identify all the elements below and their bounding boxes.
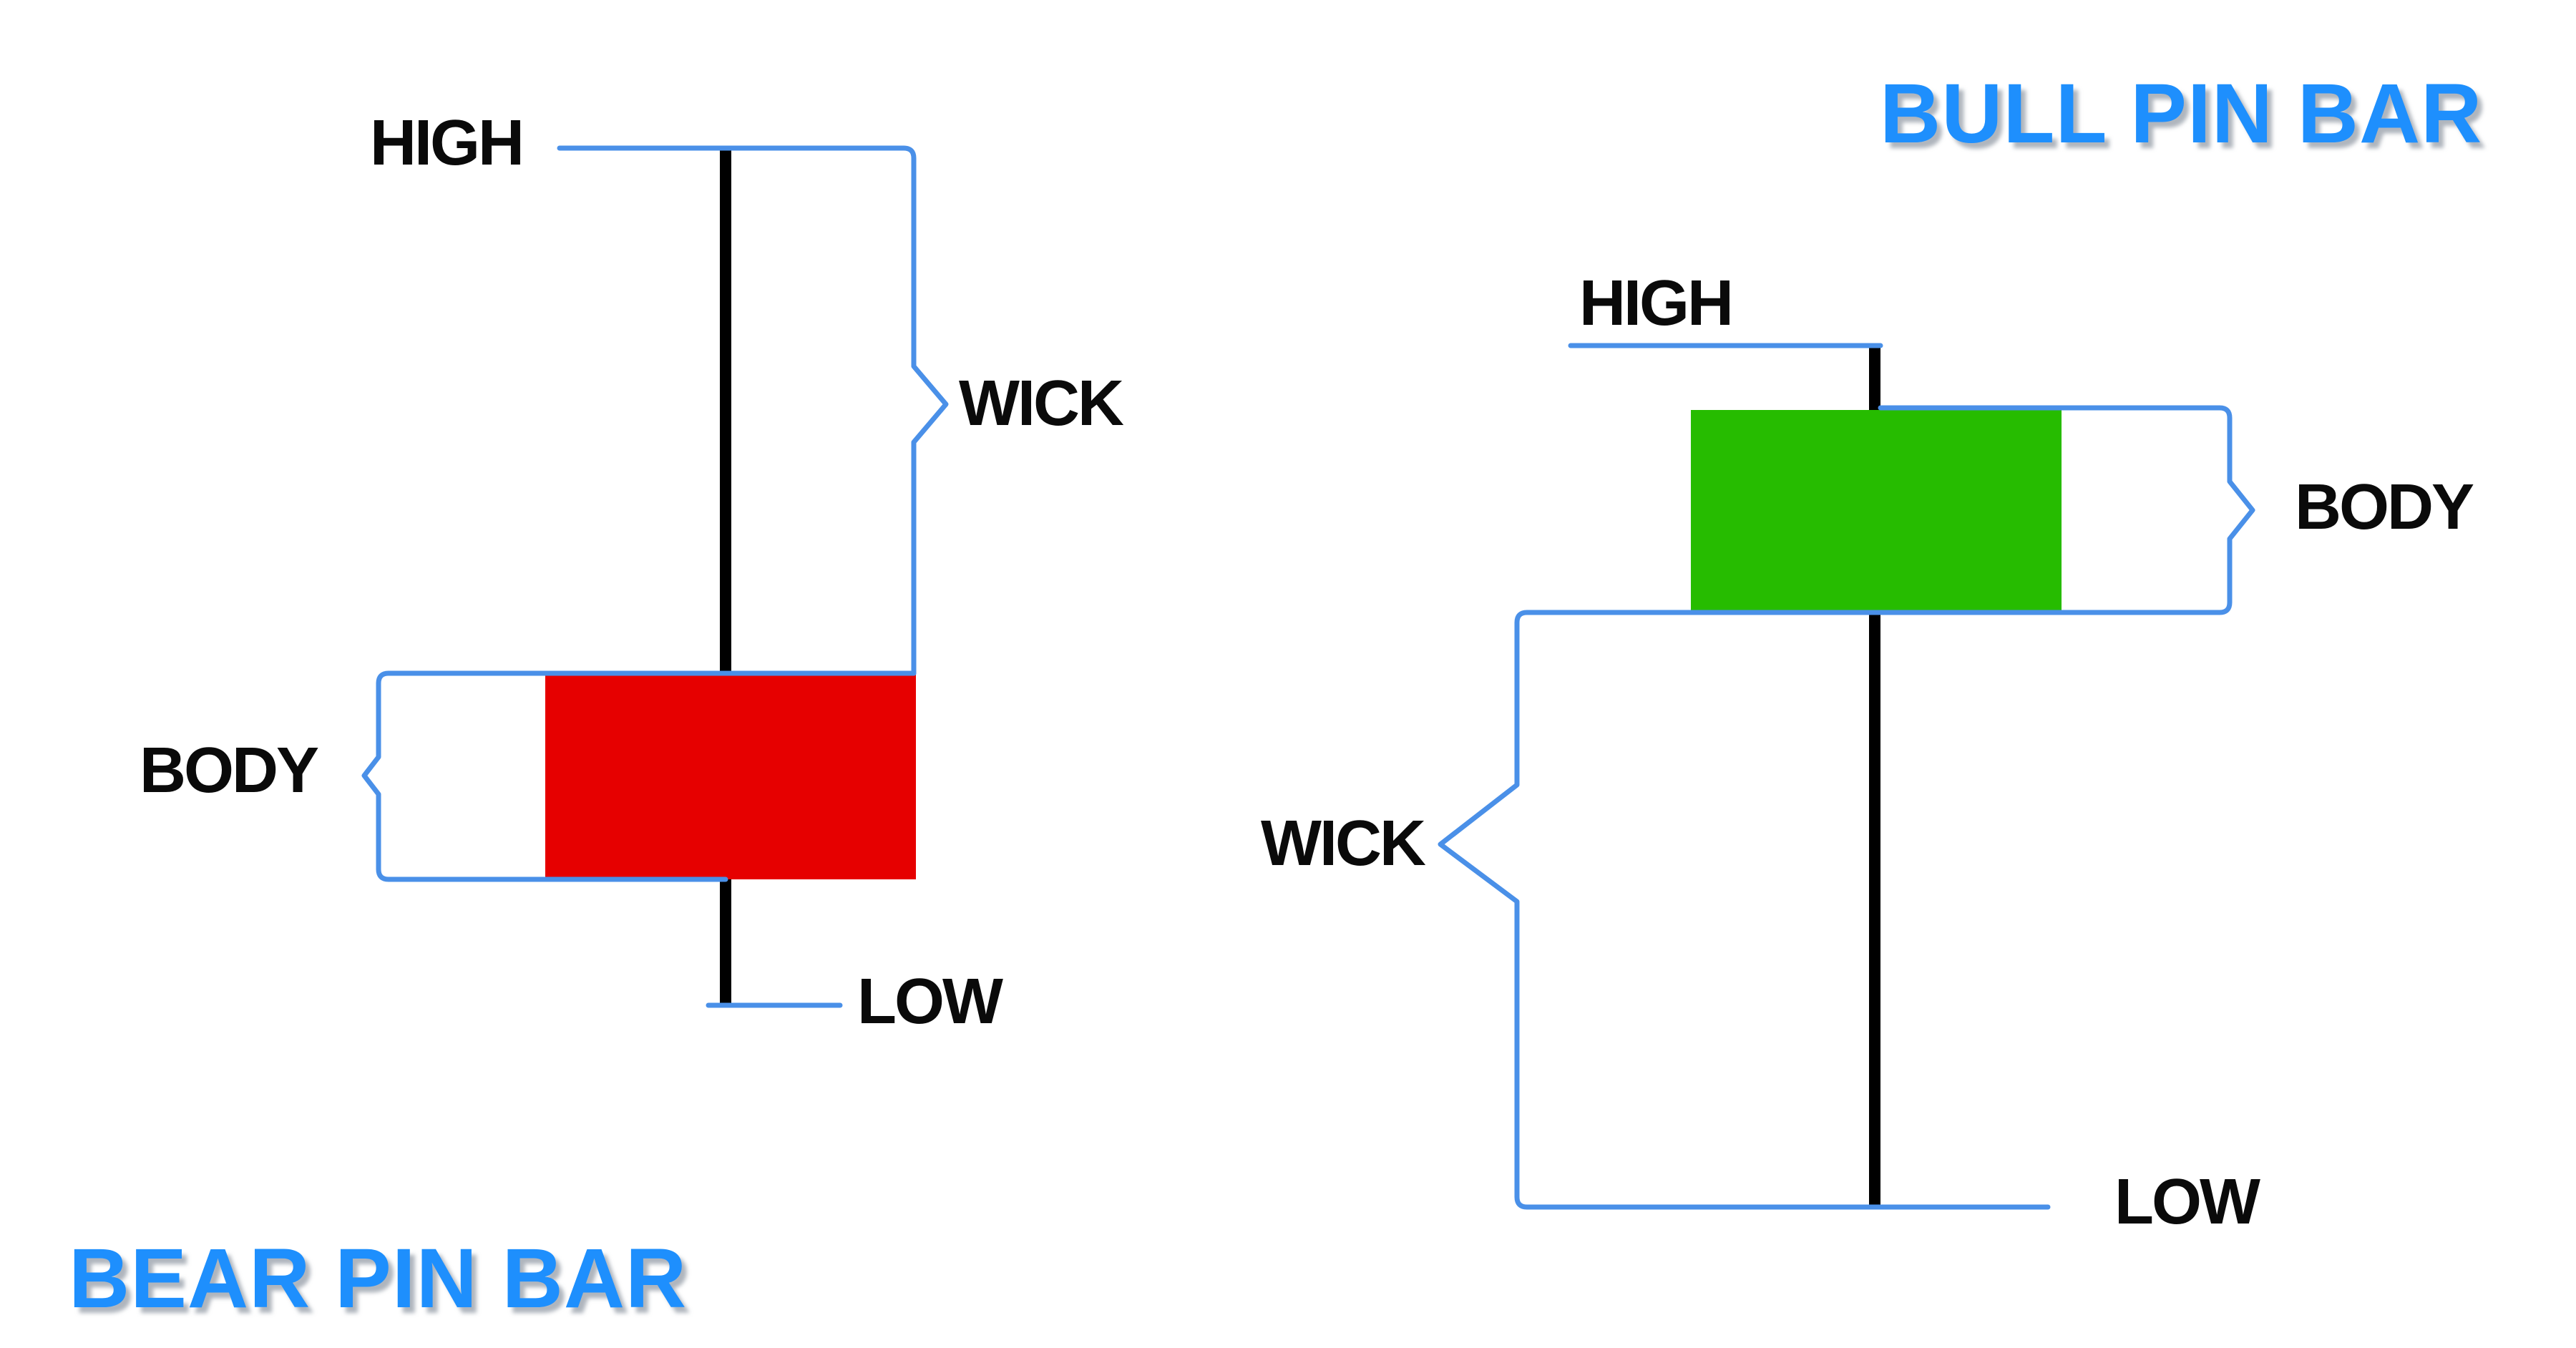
bull-pin-bar-title: BULL PIN BAR — [1880, 67, 2483, 161]
bull-low-label: LOW — [2114, 1166, 2260, 1238]
bear-body-box — [545, 673, 916, 879]
bear-high-and-wick-pointer — [557, 145, 949, 676]
bear-wick-label: WICK — [959, 368, 1124, 439]
bear-low-label: LOW — [857, 966, 1003, 1037]
bear-pin-bar-title: BEAR PIN BAR — [69, 1231, 688, 1326]
bull-high-label: HIGH — [1579, 268, 1734, 339]
bull-body-label: BODY — [2295, 472, 2474, 543]
bear-high-label: HIGH — [370, 107, 525, 179]
bull-body-and-wick-pointer — [1438, 405, 2255, 1210]
bear-body-label: BODY — [140, 735, 319, 806]
bull-body-box — [1691, 410, 2062, 610]
bull-wick-label: WICK — [1261, 808, 1426, 879]
bear-body-pointer — [361, 670, 917, 882]
